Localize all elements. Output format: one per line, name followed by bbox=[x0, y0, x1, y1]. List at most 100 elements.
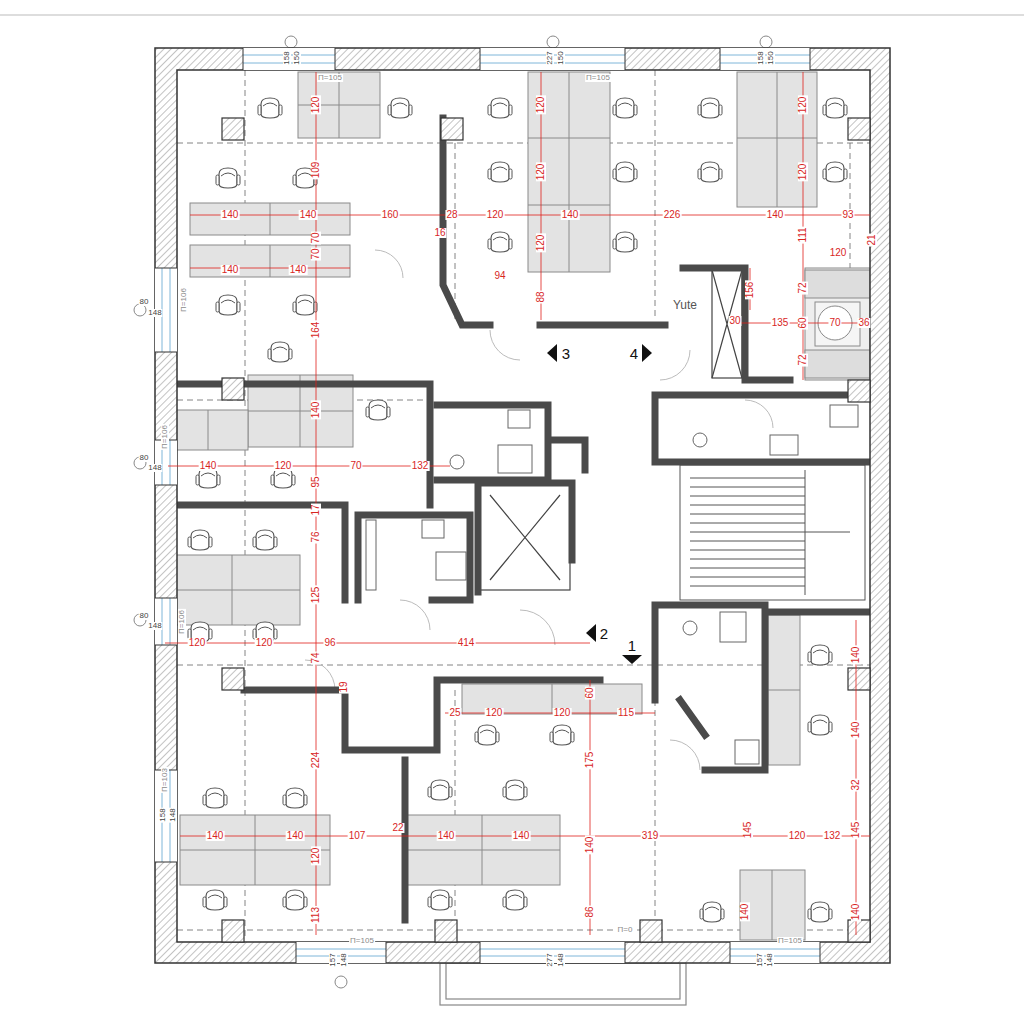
furniture-desks bbox=[165, 72, 817, 940]
grid-axis-markers bbox=[335, 976, 347, 988]
dimension-label: 140 bbox=[512, 831, 531, 841]
columns bbox=[222, 668, 244, 690]
chairs bbox=[293, 295, 317, 315]
door-swings bbox=[670, 740, 700, 770]
interior-walls bbox=[443, 118, 665, 325]
section-marker-number: 3 bbox=[561, 346, 571, 361]
balcony bbox=[440, 963, 686, 1005]
windows bbox=[155, 48, 820, 963]
columns bbox=[848, 380, 870, 402]
dimension-label: 72 bbox=[798, 353, 808, 366]
sanitary-fixtures bbox=[735, 740, 759, 764]
window-dimension: 150 bbox=[557, 50, 565, 65]
dimension-label: 145 bbox=[743, 821, 753, 840]
kitchen-furniture bbox=[805, 270, 870, 298]
dimension-label: 32 bbox=[851, 778, 861, 791]
section-marker-number: 2 bbox=[599, 626, 609, 641]
section-marker-number: 4 bbox=[629, 346, 639, 361]
dimension-label: 95 bbox=[311, 475, 321, 488]
columns bbox=[848, 118, 870, 140]
sill-height-note: П=106 bbox=[180, 287, 188, 313]
dimension-label: 140 bbox=[286, 831, 305, 841]
sanitary-fixtures bbox=[422, 520, 444, 538]
dimension-label: 93 bbox=[841, 210, 854, 220]
interior-walls bbox=[655, 395, 870, 462]
elevator-and-shaft bbox=[480, 485, 570, 590]
door-swings bbox=[745, 400, 773, 428]
dimension-label: 120 bbox=[829, 248, 848, 258]
columns bbox=[435, 920, 457, 942]
dimension-label: 156 bbox=[745, 281, 755, 300]
chairs bbox=[428, 890, 452, 910]
section-markers bbox=[547, 344, 557, 362]
sill-height-note: П=0 bbox=[617, 926, 634, 934]
window-dimension: 148 bbox=[147, 622, 162, 630]
outer-walls bbox=[155, 48, 890, 963]
dimension-label: 86 bbox=[585, 905, 595, 918]
sill-height-note: П=105 bbox=[349, 937, 375, 945]
chairs bbox=[613, 162, 637, 182]
dimension-label: 120 bbox=[788, 831, 807, 841]
grid-axis-markers bbox=[547, 36, 559, 48]
interior-walls bbox=[655, 605, 870, 770]
dimension-label: 140 bbox=[740, 903, 750, 922]
dimension-label: 140 bbox=[561, 210, 580, 220]
dimension-label: 140 bbox=[437, 831, 456, 841]
dimension-label: 88 bbox=[536, 290, 546, 303]
balcony bbox=[440, 963, 686, 1005]
dimension-label: 36 bbox=[857, 318, 870, 328]
chairs bbox=[271, 468, 295, 488]
elevator-and-shaft bbox=[480, 270, 742, 590]
columns bbox=[222, 118, 870, 942]
chairs bbox=[613, 98, 637, 118]
chairs bbox=[503, 780, 527, 800]
grid-axis-markers bbox=[760, 36, 772, 48]
chairs bbox=[475, 725, 499, 745]
interior-walls bbox=[478, 483, 572, 592]
dimension-label: 16 bbox=[433, 228, 446, 238]
chairs bbox=[698, 98, 722, 118]
dimension-label: 160 bbox=[381, 210, 400, 220]
chairs bbox=[488, 98, 512, 118]
dimension-label: 319 bbox=[641, 831, 660, 841]
dimension-lines bbox=[165, 72, 870, 935]
chairs bbox=[253, 530, 277, 550]
sanitary-fixtures bbox=[366, 520, 376, 590]
stairs bbox=[690, 470, 850, 595]
windows bbox=[162, 55, 820, 956]
dimension-lines bbox=[165, 72, 870, 935]
window-dimension: 80 bbox=[139, 612, 150, 620]
dimension-label: 70 bbox=[311, 247, 321, 260]
dimension-label: 113 bbox=[311, 906, 321, 924]
dimension-label: 111 bbox=[798, 226, 808, 243]
dimension-label: 140 bbox=[766, 210, 785, 220]
chairs bbox=[216, 168, 240, 188]
dimension-label: 140 bbox=[851, 903, 861, 922]
sill-height-note: П=105 bbox=[777, 937, 803, 945]
sanitary-fixtures bbox=[770, 435, 798, 455]
elevator-and-shaft bbox=[490, 495, 560, 580]
chairs bbox=[808, 715, 832, 735]
dimension-label: 120 bbox=[798, 96, 808, 115]
dimension-label: 120 bbox=[485, 708, 504, 718]
chairs bbox=[550, 725, 574, 745]
chairs bbox=[808, 645, 832, 665]
interior-walls bbox=[177, 384, 430, 505]
sanitary-fixtures bbox=[720, 612, 746, 642]
dimension-label: 28 bbox=[445, 210, 458, 220]
dimension-label: 135 bbox=[771, 318, 790, 328]
chairs bbox=[203, 890, 227, 910]
windows bbox=[155, 48, 820, 963]
dimension-label: 17 bbox=[311, 503, 321, 516]
dimension-label: 96 bbox=[323, 638, 336, 648]
dimension-label: 140 bbox=[299, 210, 318, 220]
dimension-label: 140 bbox=[206, 831, 225, 841]
sanitary-fixtures bbox=[508, 410, 530, 428]
dimension-label: 145 bbox=[851, 821, 861, 840]
section-markers bbox=[622, 655, 642, 664]
chairs bbox=[488, 162, 512, 182]
kitchen-furniture bbox=[805, 268, 870, 380]
dimension-label: 19 bbox=[339, 680, 349, 693]
